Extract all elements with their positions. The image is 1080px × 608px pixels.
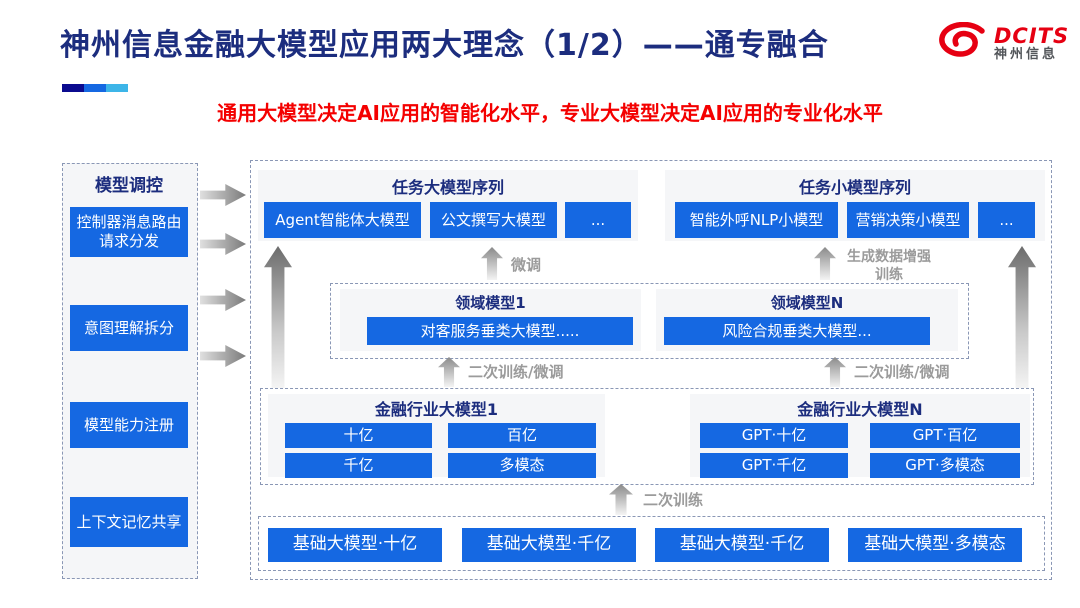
right-arrow-icon [200, 289, 246, 311]
task-small-model-panel: 任务小模型序列 智能外呼NLP小模型 营销决策小模型 ... [665, 170, 1045, 241]
sidebar-item-capability-register: 模型能力注册 [70, 402, 188, 448]
industry-models-container [260, 388, 1034, 485]
domain-model-n-panel: 领域模型N 风险合规垂类大模型... [656, 289, 958, 351]
task-large-model-title: 任务大模型序列 [391, 178, 504, 197]
industry-model-1-item: 千亿 [285, 453, 432, 478]
right-arrow-icon [200, 345, 246, 367]
company-logo: DCITS 神州信息 [938, 21, 1070, 66]
title-underline-bar [62, 84, 128, 92]
domain-model-1-title: 领域模型1 [455, 294, 526, 312]
domain-model-1-panel: 领域模型1 对客服务垂类大模型..... [340, 289, 641, 351]
task-large-model-item-more: ... [565, 202, 631, 238]
industry-model-1-item: 十亿 [285, 423, 432, 448]
logo-brand-text: DCITS [994, 24, 1070, 49]
bar-segment-navy [62, 84, 84, 92]
industry-model-1-panel: 金融行业大模型1 十亿 百亿 千亿 多模态 [268, 394, 605, 478]
second-train-label: 二次训练 [643, 491, 704, 509]
task-small-model-item-nlp: 智能外呼NLP小模型 [675, 202, 838, 238]
sidebar-item-intent-split: 意图理解拆分 [70, 305, 188, 351]
sidebar-item-controller-routing: 控制器消息路由请求分发 [70, 207, 188, 257]
task-small-model-title: 任务小模型序列 [798, 178, 911, 197]
industry-model-n-item: GPT·十亿 [700, 423, 848, 448]
bar-segment-blue [84, 84, 106, 92]
industry-model-1-item: 多模态 [448, 453, 596, 478]
model-control-title: 模型调控 [95, 176, 163, 196]
task-large-model-item-document: 公文撰写大模型 [430, 202, 557, 238]
industry-model-1-title: 金融行业大模型1 [374, 400, 499, 419]
base-model-item: 基础大模型·千亿 [462, 528, 636, 562]
industry-model-1-item: 百亿 [448, 423, 596, 448]
industry-model-n-panel: 金融行业大模型N GPT·十亿 GPT·百亿 GPT·千亿 GPT·多模态 [690, 394, 1030, 478]
page-title: 神州信息金融大模型应用两大理念（1/2）——通专融合 [60, 28, 829, 63]
base-models-container [258, 516, 1045, 571]
task-large-model-panel: 任务大模型序列 Agent智能体大模型 公文撰写大模型 ... [258, 170, 638, 241]
industry-model-n-item: GPT·百亿 [870, 423, 1020, 448]
bar-segment-cyan [106, 84, 128, 92]
task-large-model-item-agent: Agent智能体大模型 [264, 202, 421, 238]
domain-model-n-item: 风险合规垂类大模型... [664, 317, 930, 345]
domain-model-n-title: 领域模型N [770, 294, 844, 312]
industry-model-n-item: GPT·多模态 [870, 453, 1020, 478]
industry-model-n-item: GPT·千亿 [700, 453, 848, 478]
industry-model-n-title: 金融行业大模型N [797, 400, 923, 419]
base-model-item: 基础大模型·多模态 [848, 528, 1022, 562]
domain-models-container [330, 283, 969, 359]
logo-brand-cn-text: 神州信息 [994, 47, 1059, 63]
sidebar-item-context-memory: 上下文记忆共享 [70, 497, 188, 547]
right-arrow-icon [200, 184, 246, 206]
second-train-finetune-label-left: 二次训练/微调 [468, 363, 564, 381]
task-small-model-item-more: ... [978, 202, 1035, 238]
right-arrow-icon [200, 233, 246, 255]
fine-tune-label: 微调 [511, 256, 542, 274]
task-small-model-item-marketing: 营销决策小模型 [847, 202, 969, 238]
base-model-item: 基础大模型·十亿 [268, 528, 442, 562]
dcits-swirl-icon [938, 21, 986, 66]
domain-model-1-item: 对客服务垂类大模型..... [367, 317, 633, 345]
gen-data-training-label: 生成数据增强训练 [847, 249, 931, 284]
second-train-finetune-label-right: 二次训练/微调 [854, 363, 950, 381]
base-model-item: 基础大模型·千亿 [655, 528, 829, 562]
slide-subtitle: 通用大模型决定AI应用的智能化水平，专业大模型决定AI应用的专业化水平 [217, 101, 883, 125]
